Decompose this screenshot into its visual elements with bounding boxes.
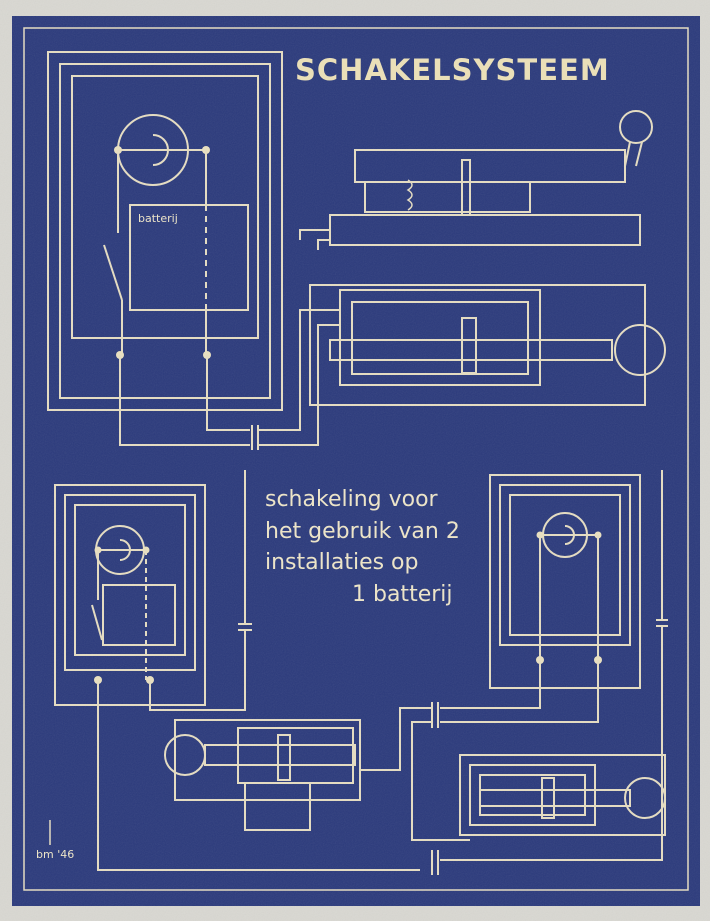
outer-frame: [23, 27, 689, 891]
title: SCHAKELSYSTEEM: [295, 53, 610, 87]
svg-text:installaties op: installaties op: [265, 550, 418, 575]
installation-bottom-right: [360, 470, 668, 875]
morse-key-side-view: [299, 110, 653, 250]
morse-key-bottom-right: [459, 754, 666, 836]
battery-box: [129, 204, 249, 311]
svg-text:schakeling voor: schakeling voor: [265, 487, 439, 512]
morse-key-top-view: [309, 284, 666, 406]
caption: schakeling voor het gebruik van 2 instal…: [265, 487, 460, 607]
installation-bottom-left: [54, 470, 420, 871]
signature-text: bm '46: [36, 848, 74, 861]
installation-top-left: batterij: [47, 51, 340, 450]
svg-text:1 batterij: 1 batterij: [352, 582, 453, 607]
battery-label: batterij: [138, 212, 178, 225]
svg-text:het gebruik van 2: het gebruik van 2: [265, 519, 460, 544]
signature: bm '46: [36, 820, 74, 861]
morse-key-bottom-left: [164, 719, 361, 831]
switch-icon: [91, 604, 103, 641]
switch-icon: [103, 244, 123, 301]
